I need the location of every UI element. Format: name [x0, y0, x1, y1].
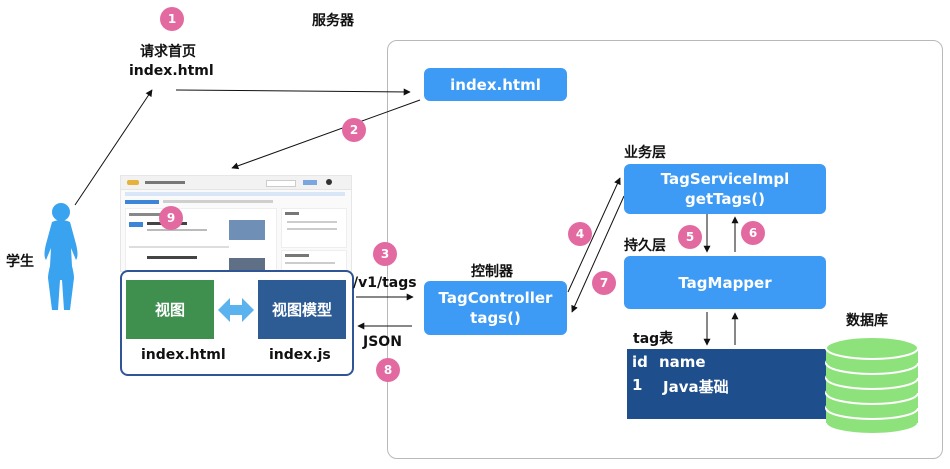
request-file: index.html: [129, 63, 214, 79]
step-badge-8: 8: [376, 358, 400, 382]
web-page-thumbnail: [120, 175, 352, 272]
view-model-label: 视图模型: [271, 301, 332, 319]
step-badge-6: 6: [741, 221, 765, 245]
tag-table-label: tag表: [633, 331, 674, 347]
table-header-name: name: [659, 353, 706, 371]
tag-service-box: TagServiceImpl getTags(): [624, 164, 826, 214]
arrow-request-to-server: [175, 88, 411, 96]
arrow-server-to-browser: [231, 99, 421, 170]
tag-mapper-box: TagMapper: [624, 256, 826, 309]
request-label: 请求首页: [140, 44, 196, 60]
controller-method: tags(): [470, 309, 521, 327]
service-method: getTags(): [685, 190, 765, 208]
arrow-controller-to-service: [567, 177, 621, 293]
step-badge-9: 9: [159, 206, 183, 230]
server-index-text: index.html: [450, 75, 541, 94]
response-json-label: JSON: [363, 334, 402, 350]
step-badge-4: 4: [568, 222, 592, 246]
arrow-student-to-request: [74, 89, 153, 206]
table-cell-id: 1: [632, 376, 643, 394]
step-badge-2: 2: [342, 118, 366, 142]
table-header-id: id: [632, 353, 648, 371]
view-model-file-label: index.js: [269, 347, 331, 363]
controller-layer-label: 控制器: [471, 264, 513, 280]
thumb-logo-icon: [127, 180, 139, 185]
step-badge-3: 3: [373, 242, 397, 266]
view-label: 视图: [154, 301, 185, 319]
service-name: TagServiceImpl: [660, 170, 790, 188]
server-index-box: index.html: [424, 68, 567, 101]
server-title: 服务器: [312, 13, 354, 29]
database-icon: [825, 336, 919, 435]
request-path-label: /v1/tags: [353, 275, 417, 291]
student-label: 学生: [6, 254, 34, 270]
tag-table: id name 1 Java基础: [627, 349, 829, 419]
step-badge-1: 1: [160, 7, 184, 31]
persistence-layer-label: 持久层: [624, 238, 666, 254]
thumb-image: [229, 220, 265, 240]
double-arrow-icon: [218, 298, 254, 322]
view-file-label: index.html: [141, 347, 226, 363]
step-badge-5: 5: [678, 225, 702, 249]
business-layer-label: 业务层: [624, 145, 666, 161]
view-model-box: 视图模型: [258, 280, 346, 339]
step-badge-7: 7: [592, 271, 616, 295]
student-figure-icon: [44, 203, 78, 310]
controller-name: TagController: [438, 289, 553, 307]
arrow-service-to-controller: [571, 195, 625, 313]
database-label: 数据库: [846, 313, 888, 329]
tag-controller-box: TagController tags(): [424, 281, 567, 335]
view-box: 视图: [126, 280, 214, 339]
mapper-name: TagMapper: [678, 273, 772, 292]
table-cell-name: Java基础: [663, 378, 729, 396]
